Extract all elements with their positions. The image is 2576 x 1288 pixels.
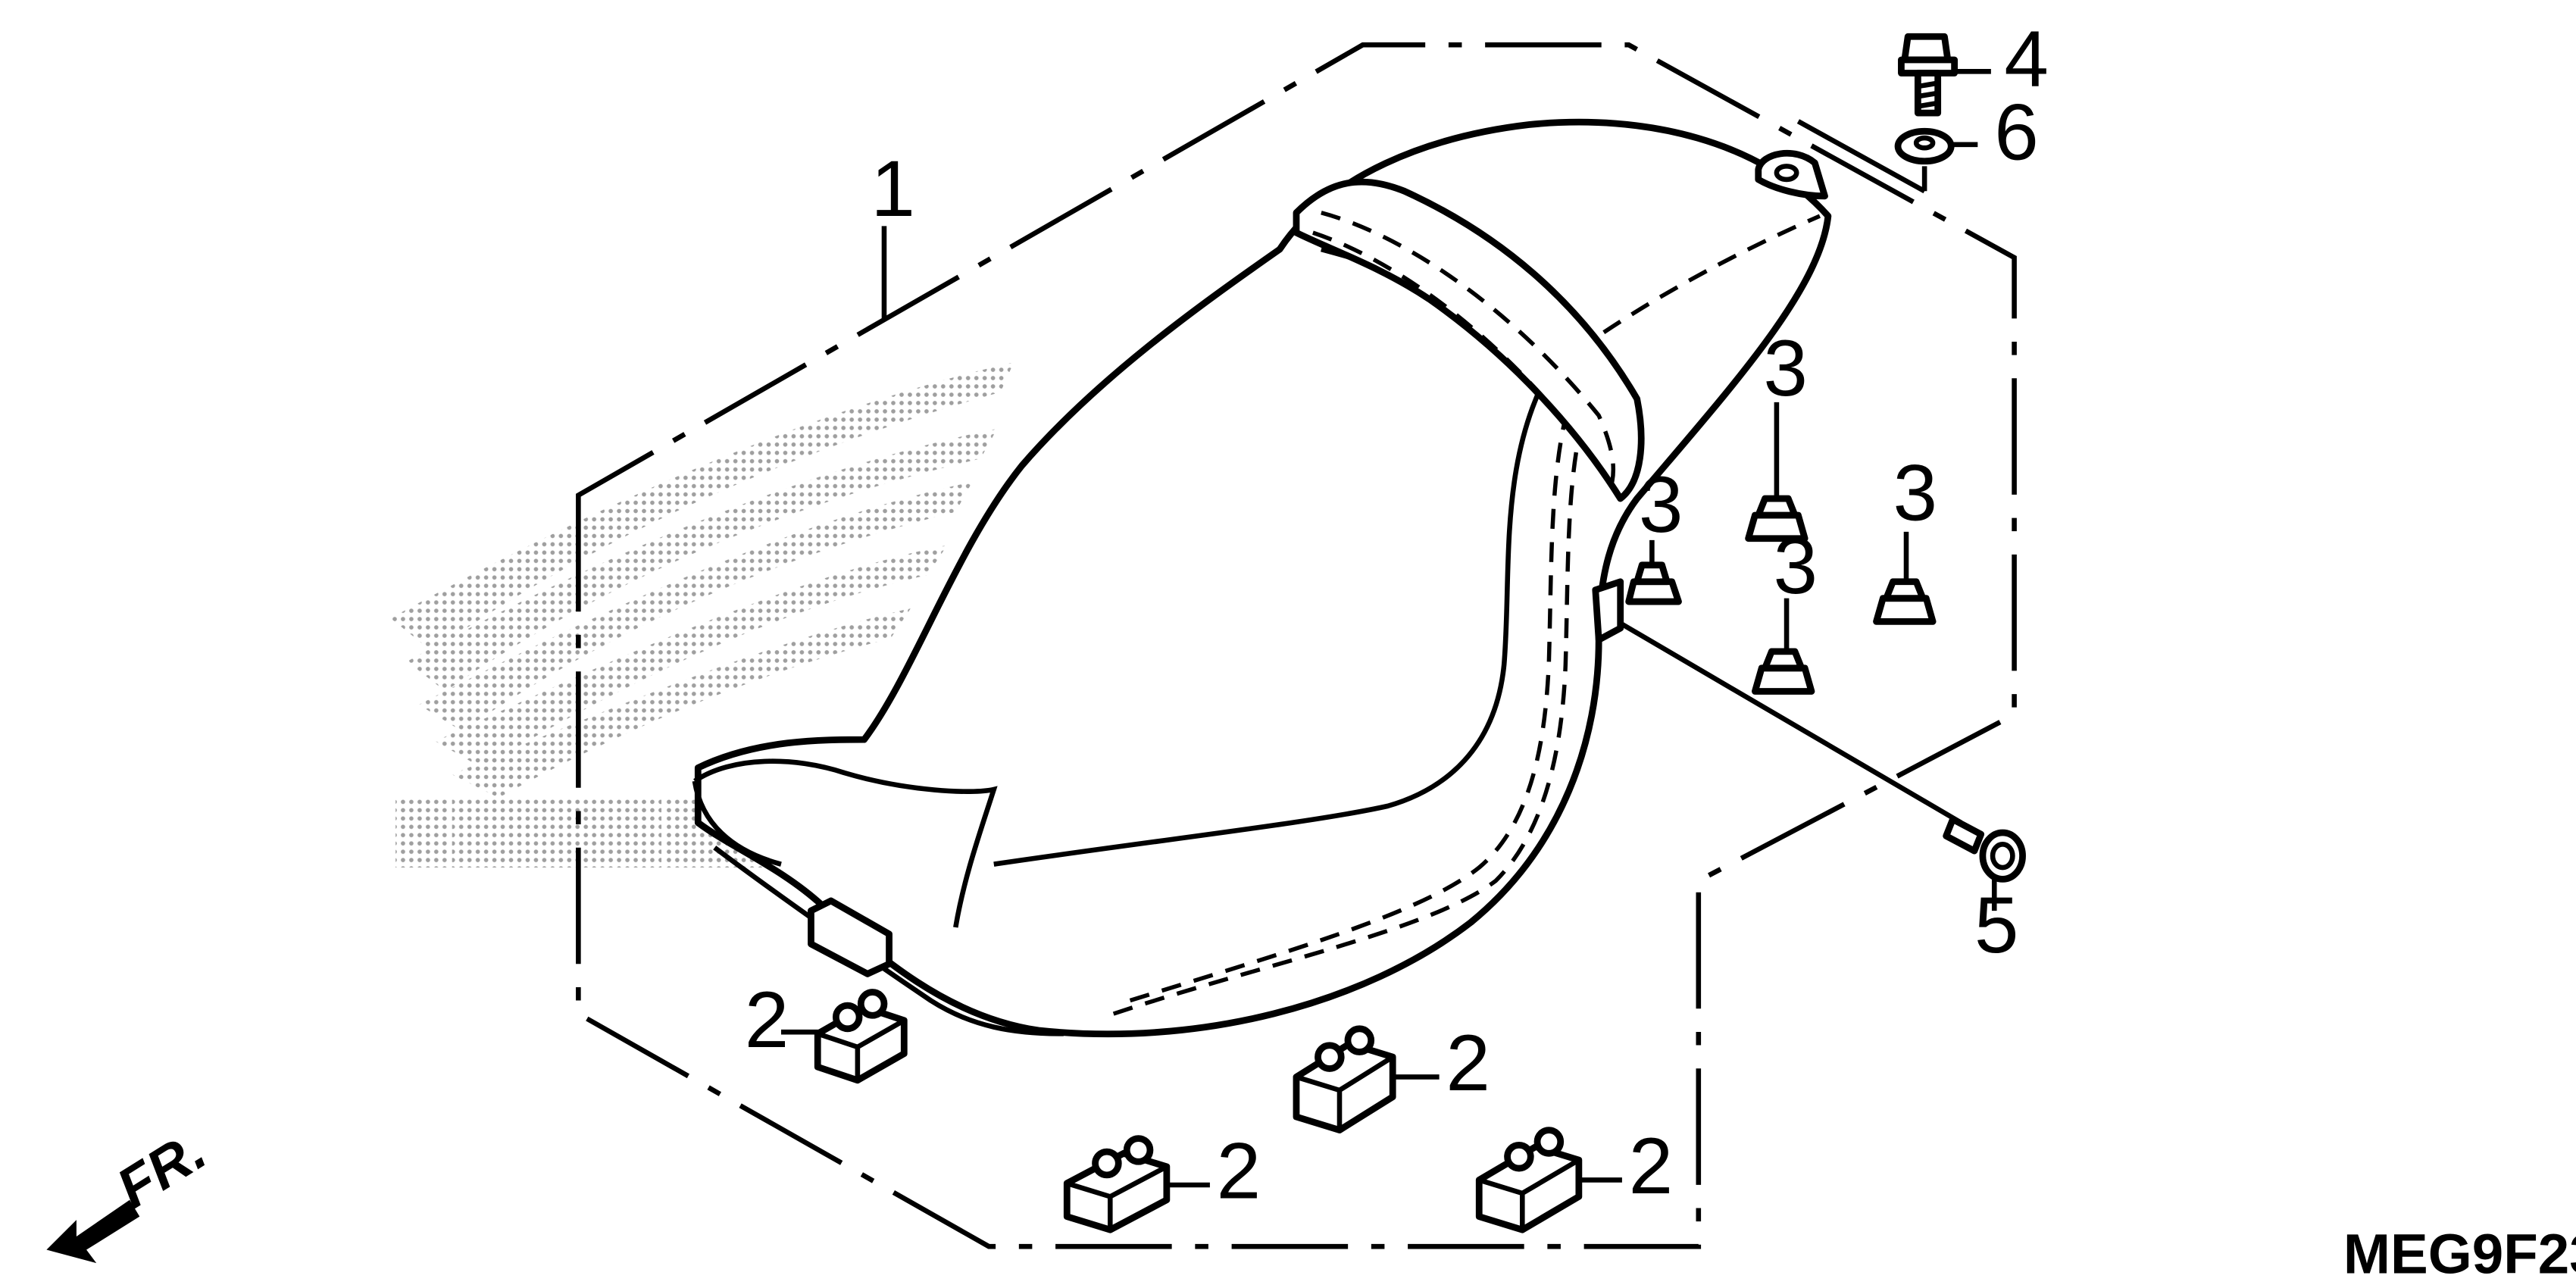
seat-side-stitch (1112, 381, 1598, 1016)
seat-rear-tab-hole (1774, 164, 1799, 183)
cushion-icon (1873, 578, 1937, 625)
washer-icon (1894, 127, 1955, 165)
cushion-icon (1745, 495, 1809, 542)
callout-rubber-block-a: 2 (745, 976, 789, 1064)
callout-rubber-block-b: 2 (1446, 1019, 1490, 1108)
callout-cushion-a: 3 (1639, 461, 1683, 549)
seat-strap-stitch (1321, 211, 1616, 483)
bolt-top-icon (1898, 33, 1958, 117)
cushion-icon (1751, 648, 1815, 695)
rubber-block-icon (1063, 1135, 1171, 1233)
rubber-block-icon (1293, 1025, 1396, 1133)
seat-side-mount (1592, 578, 1624, 643)
seat-waist-line (993, 347, 1565, 867)
front-label: FR. (105, 1118, 216, 1221)
seat-front-roll (692, 758, 998, 928)
front-arrow-icon (46, 1199, 140, 1264)
callout-rubber-block-d: 2 (1629, 1122, 1674, 1211)
bolt-side-icon (1943, 816, 2026, 883)
callout-bolt-side: 5 (1974, 881, 2019, 970)
callout-washer: 6 (1994, 89, 2039, 177)
callout-seat: 1 (871, 145, 915, 233)
rubber-block-icon (1475, 1127, 1583, 1233)
seat-strap-stitch-2 (1312, 230, 1577, 437)
seat-strap (1293, 178, 1645, 502)
seat-rear-tab (1755, 149, 1828, 200)
assembly-boundary (576, 42, 2017, 1249)
diagram-code: MEG9F2301 (2343, 1221, 2576, 1285)
callout-cushion-b: 3 (1763, 324, 1808, 413)
callout-cushion-d: 3 (1893, 449, 1937, 538)
callout-rubber-block-c: 2 (1217, 1127, 1261, 1216)
seat-assembly (692, 118, 1832, 1038)
front-direction-indicator: FR. (46, 1118, 217, 1264)
seat-pillion-stitch (1602, 214, 1821, 334)
seat-front-block (808, 897, 893, 977)
seat-bottom-edge (713, 846, 1064, 1036)
callout-bolt-top: 4 (2004, 15, 2049, 104)
cushion-icon (1625, 561, 1682, 605)
rubber-block-icon (814, 989, 908, 1084)
callout-cushion-c: 3 (1774, 522, 1818, 611)
